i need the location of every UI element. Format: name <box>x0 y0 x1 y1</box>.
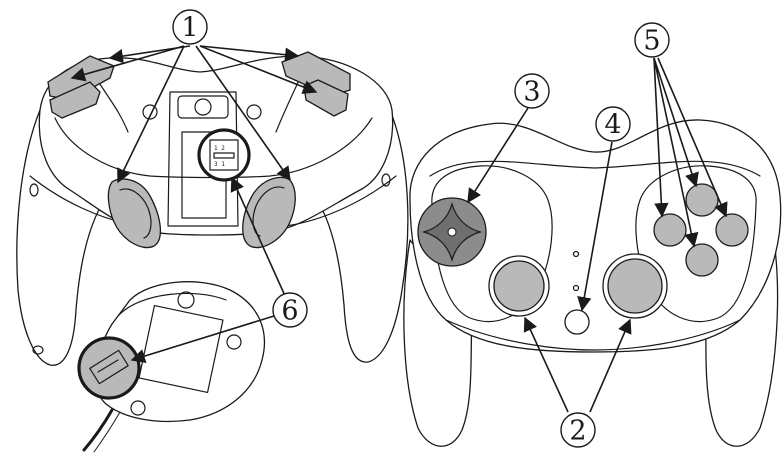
left-back-trigger <box>107 178 161 249</box>
mode-switch-magnifier <box>197 128 251 182</box>
center-button <box>564 309 590 335</box>
right-upper-shoulder-button <box>281 51 351 97</box>
callout-5-label: 5 <box>643 26 660 57</box>
callout-4-label: 4 <box>604 110 621 141</box>
leader-arrows <box>70 45 728 413</box>
callout-3: 3 <box>514 73 550 109</box>
right-thumbstick <box>607 258 663 314</box>
controller-front-view <box>403 119 782 447</box>
callout-6: 6 <box>272 292 308 328</box>
callout-1: 1 <box>172 9 208 45</box>
callout-2-label: 2 <box>569 416 586 447</box>
action-button-bottom <box>685 243 719 277</box>
action-button-right <box>715 213 749 247</box>
callout-2: 2 <box>560 412 596 448</box>
action-button-top <box>685 183 719 217</box>
callout-6-label: 6 <box>281 296 298 327</box>
switch-mark-top: 1 2 <box>214 145 225 152</box>
left-lower-shoulder-button <box>49 81 101 119</box>
bottom-switch-magnifier <box>77 336 141 400</box>
left-thumbstick <box>493 260 545 312</box>
controller-bottom-view <box>77 281 266 453</box>
callout-1-label: 1 <box>181 13 198 44</box>
controller-top-view: 1 2 3 1 <box>16 51 409 366</box>
switch-mark-bottom: 3 1 <box>214 161 225 168</box>
callout-5: 5 <box>634 22 670 58</box>
action-button-left <box>653 213 687 247</box>
callout-3-label: 3 <box>523 77 540 108</box>
callout-4: 4 <box>595 106 631 142</box>
